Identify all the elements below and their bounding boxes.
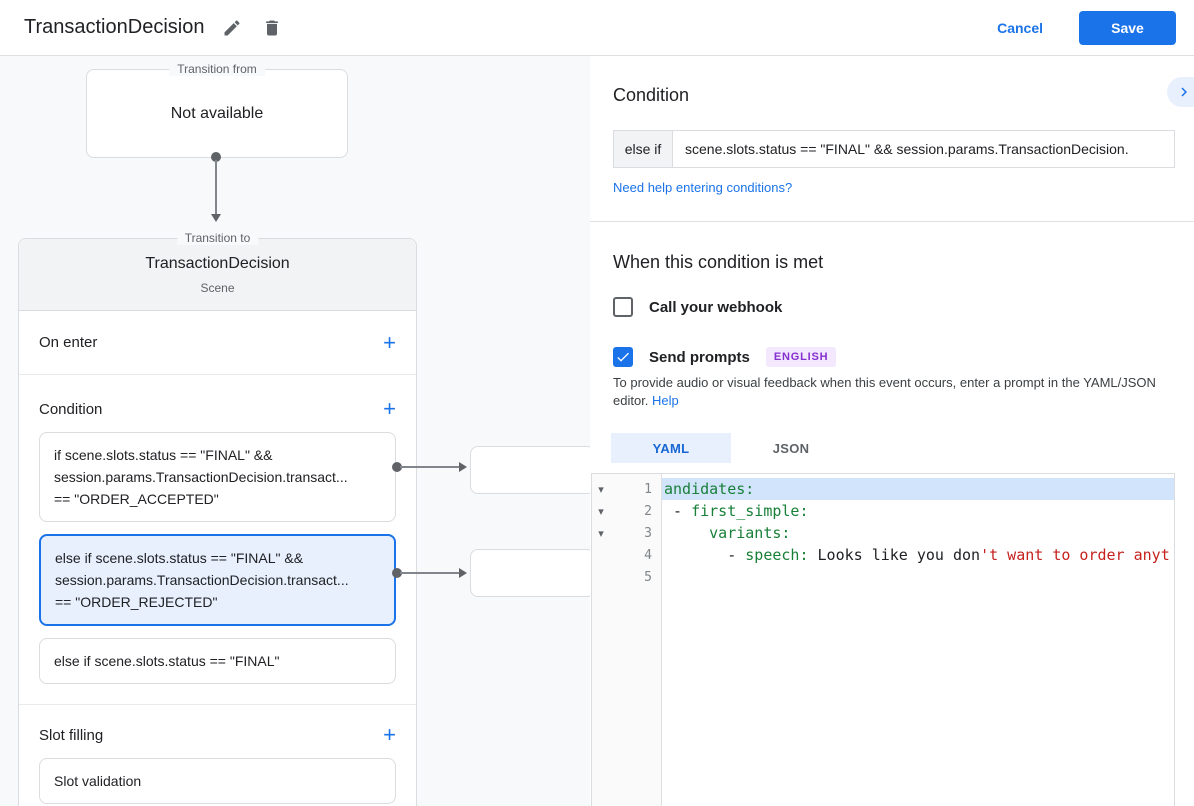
arrow-right-icon <box>459 462 467 472</box>
editor-code-area[interactable]: andidates: - first_simple: variants: - s… <box>662 474 1174 806</box>
code-line <box>662 566 1174 588</box>
diagram-panel: Transition from Not available Transition… <box>0 56 590 806</box>
condition-line: == "ORDER_REJECTED" <box>55 594 218 610</box>
condition-section: Condition + if scene.slots.status == "FI… <box>19 375 416 704</box>
condition-item-rejected[interactable]: else if scene.slots.status == "FINAL" &&… <box>39 534 396 626</box>
code-token: speech: <box>745 546 809 564</box>
connector-line <box>400 466 460 468</box>
slot-filling-label: Slot filling <box>39 726 104 744</box>
fold-toggle-icon[interactable]: ▾ <box>598 527 604 540</box>
arrow-down-icon <box>211 214 221 222</box>
prompt-description: To provide audio or visual feedback when… <box>613 374 1179 410</box>
language-badge: ENGLISH <box>765 347 837 367</box>
help-link[interactable]: Help <box>652 393 679 408</box>
transition-from-text: Not available <box>170 104 264 122</box>
scene-subtitle: Scene <box>200 281 235 295</box>
connector-dot <box>392 462 402 472</box>
chevron-right-icon <box>1181 87 1187 97</box>
add-slot-button[interactable]: + <box>383 722 396 747</box>
condition-detail-panel: Condition else if Need help entering con… <box>590 56 1194 806</box>
code-line: - speech: Looks like you don't want to o… <box>662 544 1174 566</box>
condition-item-accepted[interactable]: if scene.slots.status == "FINAL" && sess… <box>39 432 396 522</box>
code-token: 't want to order anyt <box>980 546 1170 564</box>
send-prompts-label: Send prompts <box>649 348 750 366</box>
check-icon <box>617 352 629 362</box>
send-prompts-checkbox[interactable] <box>613 347 633 367</box>
call-webhook-checkbox[interactable] <box>613 297 633 317</box>
arrow-right-icon <box>459 568 467 578</box>
condition-line: == "ORDER_ACCEPTED" <box>54 491 219 507</box>
connector-line <box>400 572 460 574</box>
line-number: 3 <box>644 525 652 541</box>
prompt-description-text: To provide audio or visual feedback when… <box>613 375 1156 408</box>
code-token: variants: <box>709 524 791 542</box>
condition-help-link[interactable]: Need help entering conditions? <box>613 180 793 195</box>
condition-section-label: Condition <box>39 400 103 418</box>
code-line: - first_simple: <box>662 500 1174 522</box>
tab-json[interactable]: JSON <box>772 440 810 456</box>
add-condition-button[interactable]: + <box>383 396 396 421</box>
code-token: - <box>664 502 692 520</box>
condition-heading: Condition <box>613 85 690 105</box>
transition-from-legend: Transition from <box>169 62 265 76</box>
add-on-enter-button[interactable]: + <box>383 329 396 355</box>
condition-line: else if scene.slots.status == "FINAL" <box>54 653 280 669</box>
save-button[interactable]: Save <box>1079 10 1176 45</box>
code-token: Looks like you don <box>808 546 981 564</box>
condition-prefix-label: else if <box>613 130 672 168</box>
slot-filling-section: Slot filling + Slot validation <box>19 705 416 806</box>
connector-line <box>215 160 217 215</box>
transition-target-box[interactable] <box>470 549 590 597</box>
transition-to-legend: Transition to <box>176 231 259 245</box>
line-number: 2 <box>644 503 652 519</box>
condition-line: session.params.TransactionDecision.trans… <box>54 469 348 485</box>
condition-item-final[interactable]: else if scene.slots.status == "FINAL" <box>39 638 396 684</box>
scene-title: TransactionDecision <box>145 255 290 272</box>
code-token: - <box>664 546 746 564</box>
connector-dot <box>211 152 221 162</box>
slot-validation-item[interactable]: Slot validation <box>39 758 396 804</box>
top-bar: TransactionDecision Cancel Save <box>0 0 1194 56</box>
on-enter-row: On enter + <box>19 311 416 375</box>
transition-to-card: Transition to TransactionDecision Scene … <box>18 231 417 806</box>
delete-scene-button[interactable] <box>252 8 292 48</box>
collapse-panel-button[interactable] <box>1167 77 1194 107</box>
line-number: 5 <box>644 569 652 585</box>
page-title: TransactionDecision <box>24 16 205 38</box>
editor-gutter: ▾ 1 ▾ 2 ▾ 3 4 5 <box>592 474 662 806</box>
code-line: variants: <box>662 522 1174 544</box>
tab-yaml[interactable]: YAML <box>611 433 731 463</box>
cancel-button[interactable]: Cancel <box>997 19 1043 36</box>
on-enter-label: On enter <box>39 334 98 351</box>
panel-divider <box>590 221 1194 222</box>
code-line: andidates: <box>662 478 1174 500</box>
section-divider <box>19 704 416 705</box>
slot-validation-label: Slot validation <box>54 773 142 789</box>
transition-from-box: Transition from Not available <box>86 62 348 158</box>
condition-line: session.params.TransactionDecision.trans… <box>55 572 349 588</box>
code-token <box>664 524 709 542</box>
editor-tabs: YAML JSON <box>611 433 851 463</box>
condition-editor-row: else if <box>613 130 1175 168</box>
condition-expression-input[interactable] <box>672 130 1175 168</box>
code-token: first_simple: <box>691 502 809 520</box>
condition-line: else if scene.slots.status == "FINAL" && <box>55 550 304 566</box>
line-number: 1 <box>644 481 652 497</box>
call-webhook-label: Call your webhook <box>649 298 783 316</box>
yaml-code-editor[interactable]: ▾ 1 ▾ 2 ▾ 3 4 5 <box>591 473 1175 806</box>
send-prompts-row: Send prompts ENGLISH <box>613 347 837 367</box>
pencil-icon <box>224 19 240 35</box>
line-number: 4 <box>644 547 652 563</box>
condition-met-heading: When this condition is met <box>613 252 824 272</box>
transition-target-box[interactable] <box>470 446 590 494</box>
condition-line: if scene.slots.status == "FINAL" && <box>54 447 273 463</box>
webhook-row: Call your webhook <box>613 297 782 317</box>
fold-toggle-icon[interactable]: ▾ <box>598 505 604 518</box>
trash-icon <box>266 20 279 35</box>
fold-toggle-icon[interactable]: ▾ <box>598 483 604 496</box>
code-token: andidates: <box>664 480 755 498</box>
scene-card-header[interactable]: TransactionDecision Scene <box>19 239 416 311</box>
connector-dot <box>392 568 402 578</box>
edit-title-button[interactable] <box>212 8 252 48</box>
